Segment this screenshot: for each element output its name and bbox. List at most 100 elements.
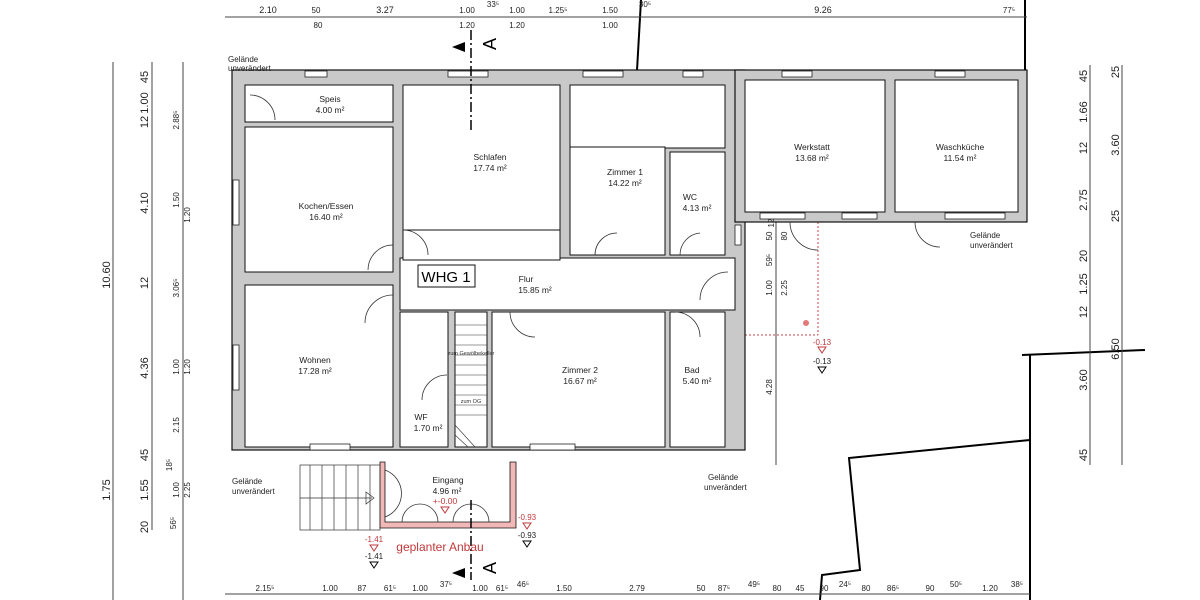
dimension-lines — [112, 16, 1123, 600]
svg-text:12: 12 — [1078, 142, 1090, 154]
svg-text:4.36: 4.36 — [139, 357, 151, 378]
svg-text:56⁵: 56⁵ — [169, 517, 178, 529]
svg-text:-0.13: -0.13 — [813, 338, 832, 347]
svg-text:30⁵: 30⁵ — [639, 0, 651, 9]
doors — [249, 94, 941, 401]
svg-text:45: 45 — [1078, 70, 1090, 82]
svg-text:1.55: 1.55 — [139, 479, 151, 500]
svg-text:1.20: 1.20 — [183, 359, 192, 375]
room-area: 11.54 m² — [944, 153, 977, 163]
room-name: Eingang — [432, 475, 463, 485]
room-area: 4.00 m² — [316, 105, 345, 115]
room-name: Waschküche — [936, 142, 985, 152]
room-area: 4.13 m² — [683, 203, 712, 213]
level-eingang: +-0.00 — [433, 496, 458, 506]
windows — [232, 70, 1006, 451]
svg-text:1.00: 1.00 — [459, 6, 475, 15]
room-name: Werkstatt — [794, 142, 830, 152]
svg-text:1.25⁵: 1.25⁵ — [549, 6, 568, 15]
svg-text:4.10: 4.10 — [139, 192, 151, 213]
svg-text:77⁵: 77⁵ — [1003, 6, 1015, 15]
room-name: Zimmer 1 — [607, 167, 643, 177]
svg-text:1.20: 1.20 — [509, 21, 525, 30]
svg-text:1.25: 1.25 — [1078, 273, 1090, 294]
room-area: 4.96 m² — [433, 486, 462, 496]
svg-text:61⁵: 61⁵ — [384, 584, 396, 593]
dimensions-top: 2.10 50 80 3.27 1.00 1.20 33⁵ 1.00 1.20 … — [259, 0, 1015, 30]
svg-text:18⁵: 18⁵ — [165, 459, 174, 471]
room-area: 17.74 m² — [473, 163, 507, 173]
svg-text:12: 12 — [1078, 306, 1090, 318]
room-area: 5.40 m² — [683, 376, 712, 386]
svg-text:-1.41: -1.41 — [365, 552, 384, 561]
stair-label-up: zum OG — [461, 399, 481, 405]
svg-text:1.00: 1.00 — [412, 584, 428, 593]
svg-text:2.88⁵: 2.88⁵ — [172, 111, 181, 130]
svg-text:25: 25 — [1110, 66, 1122, 78]
svg-text:-0.13: -0.13 — [813, 357, 832, 366]
svg-text:Gelände: Gelände — [970, 231, 1001, 240]
exterior-stairs — [299, 464, 381, 531]
room-zimmer-1 — [569, 84, 726, 149]
svg-text:2.25: 2.25 — [780, 280, 789, 296]
svg-text:1.00: 1.00 — [472, 584, 488, 593]
svg-text:90: 90 — [820, 584, 829, 593]
svg-text:80: 80 — [862, 584, 871, 593]
room-area: 17.28 m² — [298, 366, 332, 376]
svg-text:80: 80 — [773, 584, 782, 593]
room-wc — [669, 151, 726, 256]
svg-text:1.20: 1.20 — [982, 584, 998, 593]
svg-text:2.75: 2.75 — [1078, 189, 1090, 210]
svg-text:1.00: 1.00 — [602, 21, 618, 30]
stair-treads — [454, 324, 487, 448]
svg-text:59⁵: 59⁵ — [765, 254, 774, 266]
room-area: 14.22 m² — [608, 178, 642, 188]
svg-text:1.20: 1.20 — [459, 21, 475, 30]
room-area: 16.40 m² — [309, 212, 343, 222]
svg-text:87: 87 — [358, 584, 367, 593]
svg-text:1.00: 1.00 — [509, 6, 525, 15]
property-lines — [635, 0, 1146, 600]
svg-text:46⁵: 46⁵ — [517, 580, 529, 589]
svg-text:unverändert: unverändert — [228, 64, 271, 73]
svg-text:1.50: 1.50 — [172, 192, 181, 208]
svg-text:86⁵: 86⁵ — [887, 584, 899, 593]
room-name: Schlafen — [473, 152, 506, 162]
svg-text:1.75: 1.75 — [101, 479, 113, 500]
section-marker-bottom: A — [452, 500, 500, 580]
unit-label-box — [417, 264, 476, 288]
svg-text:6.50: 6.50 — [1110, 338, 1122, 359]
svg-text:25: 25 — [1110, 210, 1122, 222]
room-area: 1.70 m² — [414, 423, 443, 433]
svg-text:1.00: 1.00 — [765, 280, 774, 296]
room-schlafen — [402, 84, 561, 254]
svg-text:Gelände: Gelände — [232, 477, 263, 486]
room-area: 13.68 m² — [795, 153, 829, 163]
svg-text:Gelände: Gelände — [228, 55, 259, 64]
section-marker-top: A — [452, 30, 500, 130]
svg-text:-0.93: -0.93 — [518, 531, 537, 540]
dimensions-yard: 12 50 80 59⁵ 1.00 2.25 4.28 — [765, 218, 789, 395]
svg-text:4.28: 4.28 — [765, 379, 774, 395]
svg-text:61⁵: 61⁵ — [496, 584, 508, 593]
svg-text:A: A — [480, 562, 500, 574]
svg-text:9.26: 9.26 — [814, 5, 832, 15]
svg-text:38⁵: 38⁵ — [1011, 580, 1023, 589]
room-speis — [244, 84, 394, 123]
svg-text:80: 80 — [314, 21, 323, 30]
svg-text:10.60: 10.60 — [101, 261, 113, 289]
svg-text:37⁵: 37⁵ — [440, 580, 452, 589]
svg-text:3.06⁵: 3.06⁵ — [172, 279, 181, 298]
svg-text:20: 20 — [1078, 250, 1090, 262]
point-marker-icon — [803, 320, 809, 326]
terrain-notes: Gelände unverändert Gelände unverändert … — [228, 55, 1013, 496]
svg-text:unverändert: unverändert — [232, 487, 275, 496]
room-area: 16.67 m² — [563, 376, 597, 386]
svg-text:3.60: 3.60 — [1110, 134, 1122, 155]
unit-label: WHG 1 — [421, 269, 470, 286]
level-markers: -1.41 -1.41 -0.93 -0.93 -0.13 -0.13 — [365, 320, 832, 569]
svg-text:1.50: 1.50 — [556, 584, 572, 593]
level-marker-icon — [440, 506, 450, 514]
svg-text:3.60: 3.60 — [1078, 369, 1090, 390]
svg-text:A: A — [480, 38, 500, 50]
